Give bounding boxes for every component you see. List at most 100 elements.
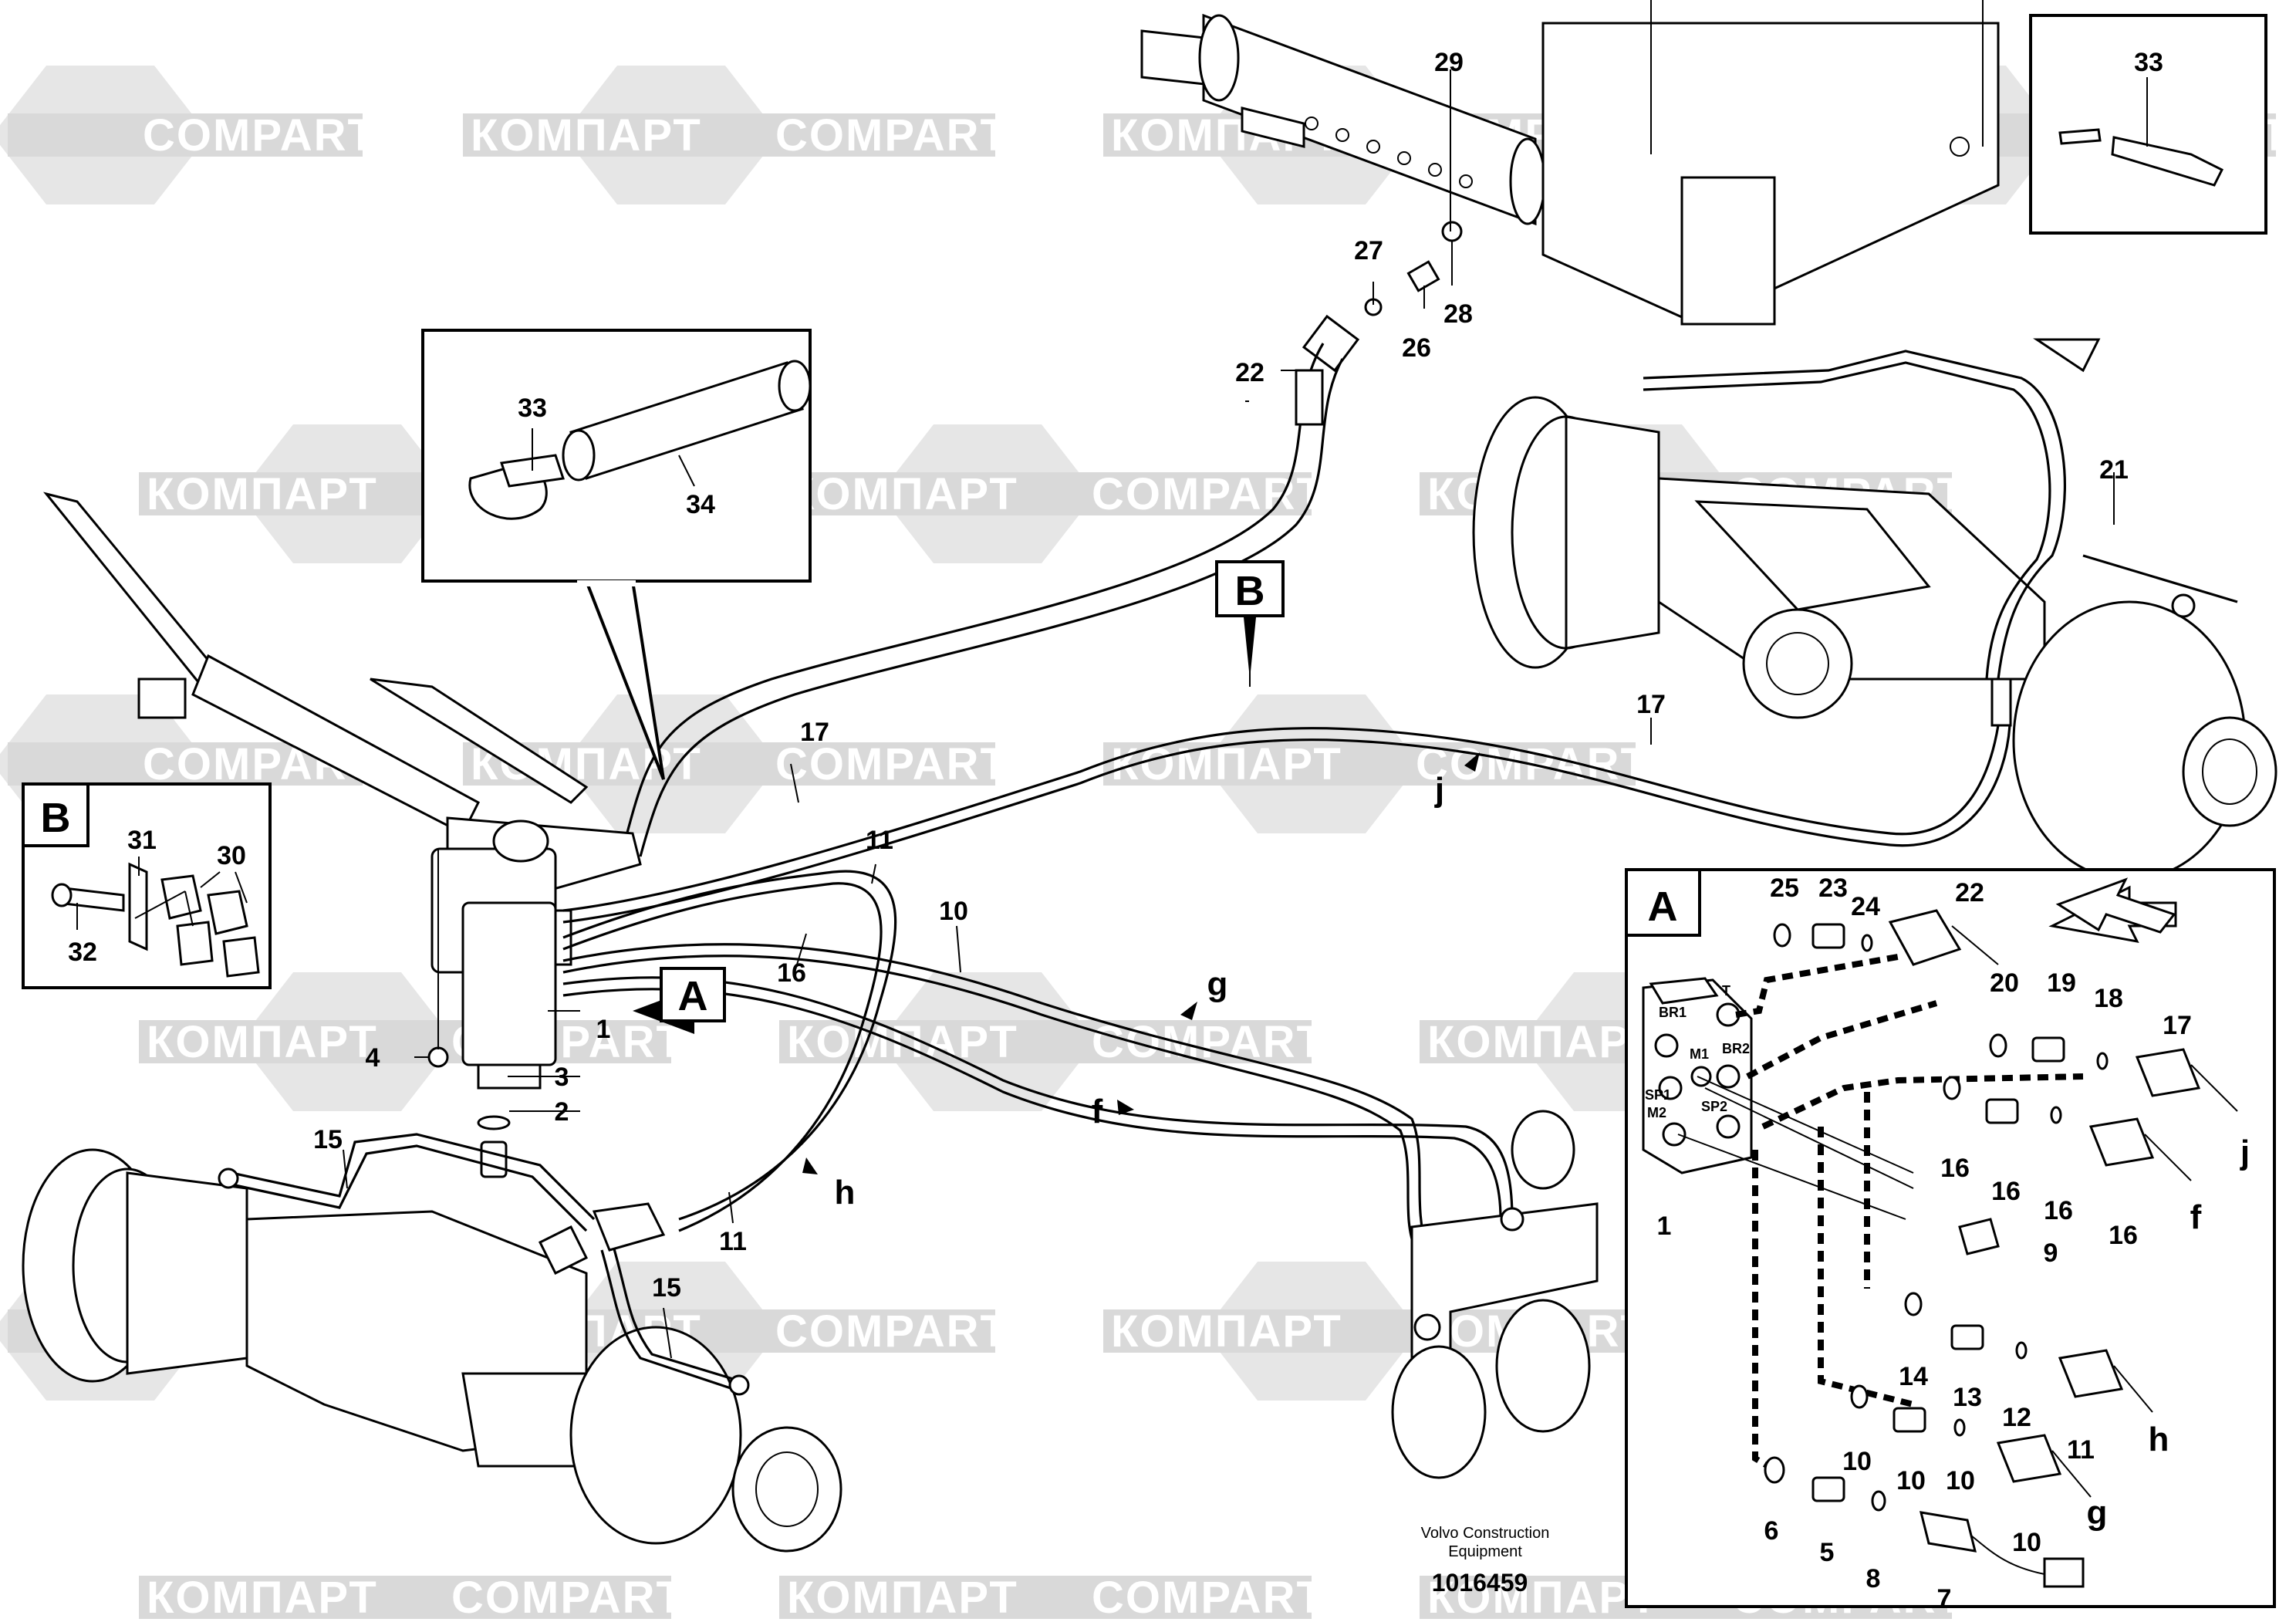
- callout-a-11: 11: [2067, 1435, 2095, 1465]
- letter-a-g: g: [2087, 1494, 2108, 1532]
- watermark-text: COMPART: [775, 1306, 1009, 1357]
- detail-box-tube-clamp: [421, 329, 812, 780]
- letter-a-j: j: [2240, 1134, 2250, 1171]
- callout-a-6: 6: [1764, 1516, 1779, 1546]
- callout-a-19: 19: [2047, 968, 2076, 998]
- front-axle: [22, 1133, 842, 1553]
- callout-21: 21: [2099, 455, 2129, 485]
- callout-a-23: 23: [1818, 874, 1848, 903]
- watermark-text: КОМПАРТ: [147, 1573, 378, 1622]
- callout-4: 4: [366, 1043, 380, 1073]
- letter-j: j: [1434, 771, 1444, 809]
- port-label-m1: M1: [1690, 1046, 1709, 1062]
- detail-box-clip: [2029, 14, 2267, 235]
- watermark-text: COMPART: [143, 110, 376, 161]
- callout-29: 29: [1434, 48, 1464, 77]
- watermark-text: COMPART: [775, 110, 1009, 161]
- watermark-text: КОМПАРТ: [787, 469, 1018, 519]
- callout-15-left: 15: [313, 1125, 343, 1154]
- watermark-text: КОМПАРТ: [787, 1573, 1018, 1622]
- callout-a-14: 14: [1899, 1362, 1928, 1391]
- callout-33-detail: 33: [518, 394, 547, 423]
- callout-11-lower: 11: [719, 1227, 747, 1256]
- callout-a-16a: 16: [1940, 1154, 1970, 1183]
- watermark-text: КОМПАРТ: [1111, 1306, 1342, 1357]
- callout-a-12: 12: [2002, 1403, 2031, 1432]
- footer-company-2: Equipment: [1448, 1543, 1522, 1560]
- callout-a-20: 20: [1990, 968, 2019, 998]
- view-b-label: B: [1235, 568, 1265, 614]
- watermark-text: COMPART: [1092, 1017, 1325, 1067]
- callout-a-16b: 16: [1991, 1177, 2021, 1206]
- watermark-text: COMPART: [1092, 1573, 1325, 1622]
- port-label-br2: BR2: [1722, 1041, 1750, 1056]
- callout-17-right: 17: [1636, 690, 1666, 719]
- watermark-text: КОМПАРТ: [1111, 739, 1342, 789]
- callout-a-16d: 16: [2109, 1221, 2138, 1250]
- footer-company: Volvo Construction: [1421, 1525, 1550, 1542]
- callout-3: 3: [555, 1063, 569, 1092]
- callout-16: 16: [777, 958, 806, 988]
- callout-26: 26: [1402, 333, 1431, 363]
- callout-28: 28: [1443, 299, 1473, 329]
- watermark-text: КОМПАРТ: [147, 1017, 378, 1067]
- callout-1: 1: [596, 1015, 611, 1044]
- detail-box-b: B: [22, 782, 272, 989]
- view-a-label: A: [678, 973, 708, 1019]
- port-label-br1: BR1: [1659, 1005, 1687, 1020]
- port-label-t: T: [1722, 983, 1730, 999]
- callout-numbers: 29 27 28 26 22 21 33 33 34 17 17 11 10 1…: [68, 48, 2163, 1303]
- letter-a-h: h: [2149, 1421, 2169, 1458]
- callout-a-17: 17: [2163, 1011, 2192, 1040]
- callout-a-1: 1: [1657, 1211, 1672, 1241]
- view-a-marker: A: [660, 967, 726, 1022]
- detail-b-label: B: [41, 795, 71, 841]
- callout-a-8: 8: [1866, 1564, 1881, 1593]
- callout-10: 10: [939, 897, 968, 926]
- callout-b-31: 31: [127, 826, 157, 855]
- letter-g: g: [1207, 965, 1228, 1003]
- callout-22: 22: [1235, 358, 1264, 387]
- watermark-text: КОМПАРТ: [1427, 1017, 1659, 1067]
- callout-a-24: 24: [1851, 892, 1880, 921]
- view-b-marker: B: [1215, 560, 1285, 617]
- detail-a-callouts: 25 23 24 22 20 19 18 17 16 16 16 16 9 1 …: [1657, 874, 2250, 1614]
- callout-a-7: 7: [1937, 1584, 1952, 1614]
- watermark-text: COMPART: [451, 1573, 685, 1622]
- letter-a-f: f: [2190, 1198, 2202, 1236]
- port-label-m2: M2: [1647, 1105, 1666, 1120]
- callout-a-9: 9: [2044, 1238, 2058, 1268]
- hose-letters: g f h j: [802, 752, 1480, 1211]
- callout-11-upper: 11: [866, 826, 893, 855]
- callout-15-right: 15: [652, 1273, 681, 1303]
- callout-2: 2: [555, 1097, 569, 1127]
- callout-a-16c: 16: [2044, 1196, 2073, 1225]
- frame-and-tube-29: [1140, 0, 2000, 326]
- callout-b-32: 32: [68, 938, 97, 967]
- letter-f: f: [1092, 1093, 1103, 1130]
- callout-17-left: 17: [800, 718, 829, 747]
- callout-a-25: 25: [1770, 874, 1799, 903]
- port-label-sp1: SP1: [1645, 1087, 1671, 1103]
- detail-a-label: A: [1648, 884, 1678, 930]
- watermark-text: COMPART: [775, 739, 1009, 789]
- drawing-number: 1016459: [1432, 1569, 1528, 1597]
- watermark-text: КОМПАРТ: [1427, 1573, 1659, 1622]
- callout-a-18: 18: [2094, 984, 2123, 1013]
- callout-33-top-right: 33: [2134, 48, 2163, 77]
- callout-a-22: 22: [1955, 878, 1984, 907]
- watermark-text: КОМПАРТ: [147, 469, 378, 519]
- callout-a-5: 5: [1820, 1538, 1835, 1567]
- callout-27: 27: [1354, 236, 1383, 265]
- brake-pedal-assembly: [43, 492, 642, 1178]
- callout-a-10d: 10: [2012, 1528, 2041, 1557]
- callout-b-30: 30: [217, 841, 246, 870]
- watermark-text: КОМПАРТ: [787, 1017, 1018, 1067]
- detail-box-a: A BR1 T M1 BR2 SP1 M2 SP2: [1625, 868, 2276, 1608]
- accumulator-block: [1391, 1110, 1599, 1479]
- callout-a-10a: 10: [1842, 1447, 1872, 1476]
- letter-h: h: [835, 1174, 856, 1211]
- callout-a-10c: 10: [1946, 1466, 1975, 1495]
- upper-fittings: [623, 221, 1463, 857]
